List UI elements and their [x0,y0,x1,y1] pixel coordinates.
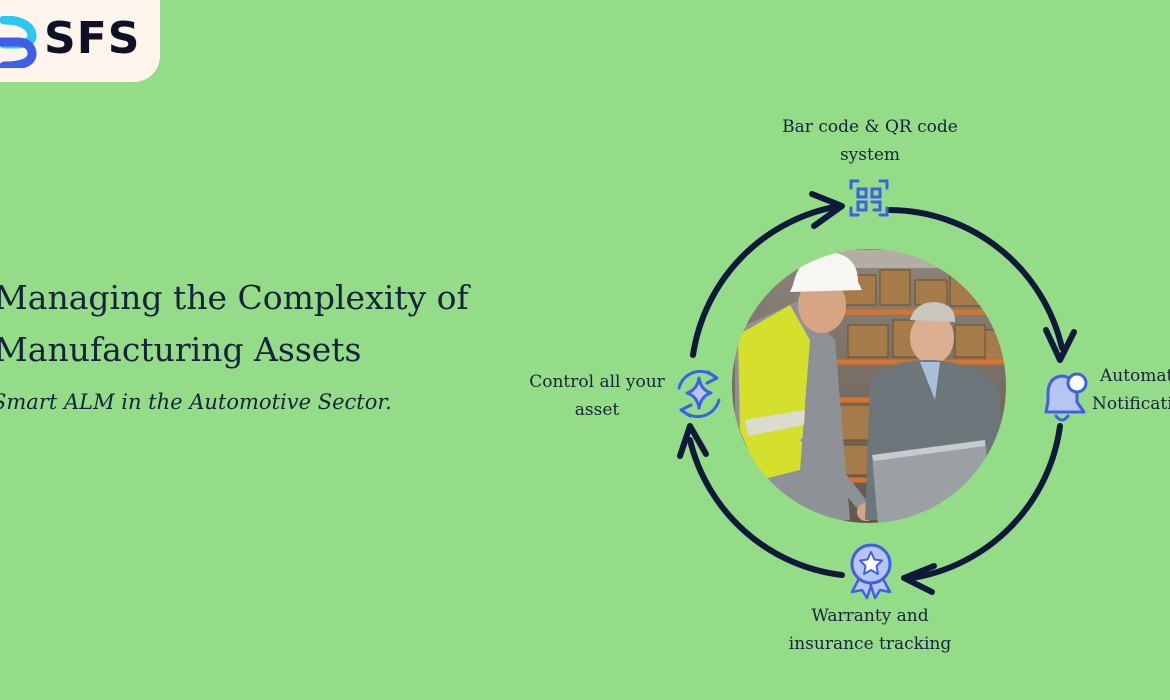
sfs-logo-icon [0,16,37,68]
arrow-top-to-right [887,207,1065,351]
step-label-barcode: Bar code & QR code system [782,113,958,169]
page-subtitle: Smart ALM in the Automotive Sector. [0,390,392,414]
step-label-control-line2: asset [574,400,620,420]
step-label-warranty-line2: insurance tracking [788,634,952,654]
step-label-notifications-line2: Notificati [1092,394,1170,414]
page-title: Managing the Complexity of Manufacturing… [0,272,469,376]
cycle-arrows [677,191,1077,595]
brand-name: SFS [44,13,141,64]
step-label-notifications: Automat Notificati [1092,362,1170,418]
step-label-barcode-line1: Bar code & QR code [782,117,958,137]
arrowhead-bottom [901,563,937,595]
notification-bell-icon [1044,372,1088,422]
step-label-warranty-line1: Warranty and [811,606,929,626]
arrow-right-to-bottom [909,423,1063,581]
step-label-control: Control all your asset [529,368,665,424]
arrow-bottom-to-left [687,437,845,578]
arrowhead-left [677,423,709,459]
step-label-barcode-line2: system [839,145,901,165]
award-ribbon-icon [850,543,892,600]
title-line-2: Manufacturing Assets [0,330,362,369]
arrowhead-top [809,191,845,229]
title-line-1: Managing the Complexity of [0,278,469,317]
arrow-left-to-top [690,203,843,358]
step-label-warranty: Warranty and insurance tracking [789,602,951,658]
qr-scan-icon [849,179,889,217]
step-label-notifications-line1: Automat [1100,366,1170,386]
arrowhead-right [1043,327,1077,363]
sync-sparkle-icon [677,370,721,418]
step-label-control-line1: Control all your [529,372,665,392]
logo-badge[interactable]: SFS [0,0,160,82]
